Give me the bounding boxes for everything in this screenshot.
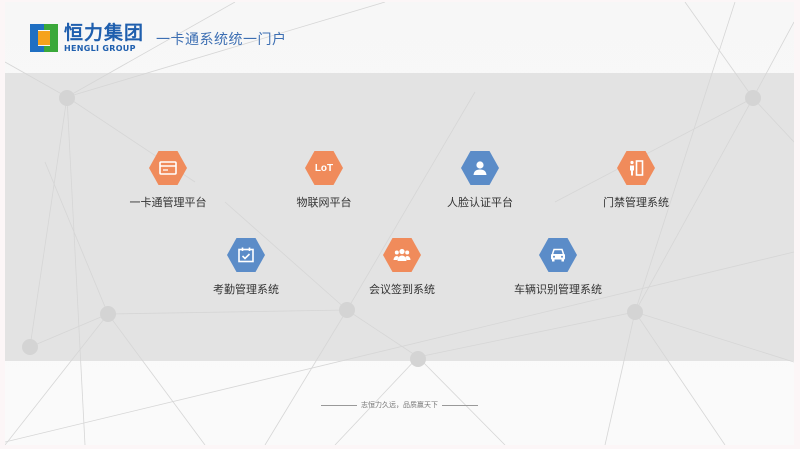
system-label: 车辆识别管理系统 — [514, 283, 602, 296]
system-tile-access-control[interactable]: 门禁管理系统 — [581, 151, 691, 210]
system-tile-face-auth[interactable]: 人脸认证平台 — [425, 151, 535, 210]
system-label: 门禁管理系统 — [603, 196, 669, 209]
hengli-logo-icon — [30, 24, 58, 52]
user-icon — [461, 151, 499, 185]
system-tile-attendance[interactable]: 考勤管理系统 — [191, 238, 301, 297]
system-label: 人脸认证平台 — [447, 196, 513, 209]
card-icon — [149, 151, 187, 185]
logo-cn: 恒力集团 — [64, 21, 145, 44]
footer-slogan: 志恒力久远，品质赢天下 — [361, 401, 438, 409]
system-label: 物联网平台 — [296, 196, 352, 209]
car-icon — [539, 238, 577, 272]
system-tile-meeting-checkin[interactable]: 会议签到系统 — [347, 238, 457, 297]
iot-icon: LoT — [305, 151, 343, 185]
page-frame: 恒力集团 HENGLI GROUP 一卡通系统统一门户 一卡通管理平台 LoT … — [5, 2, 794, 445]
portal-title: 一卡通系统统一门户 — [156, 32, 287, 48]
content-band — [5, 73, 794, 361]
system-tile-card-platform[interactable]: 一卡通管理平台 — [113, 151, 223, 210]
door-access-icon — [617, 151, 655, 185]
group-icon — [383, 238, 421, 272]
system-label: 一卡通管理平台 — [129, 196, 207, 209]
logo-text: 恒力集团 HENGLI GROUP — [64, 21, 145, 53]
footer: 志恒力久远，品质赢天下 — [5, 400, 794, 410]
system-tile-iot-platform[interactable]: LoT 物联网平台 — [269, 151, 379, 210]
network-background — [5, 2, 794, 445]
system-tile-vehicle-recognition[interactable]: 车辆识别管理系统 — [503, 238, 613, 297]
system-label: 考勤管理系统 — [213, 283, 279, 296]
logo-en: HENGLI GROUP — [64, 43, 136, 53]
header: 恒力集团 HENGLI GROUP 一卡通系统统一门户 — [30, 22, 287, 54]
footer-divider-right — [442, 404, 478, 406]
system-label: 会议签到系统 — [369, 283, 435, 296]
calendar-check-icon — [227, 238, 265, 272]
footer-divider-left — [321, 404, 357, 406]
